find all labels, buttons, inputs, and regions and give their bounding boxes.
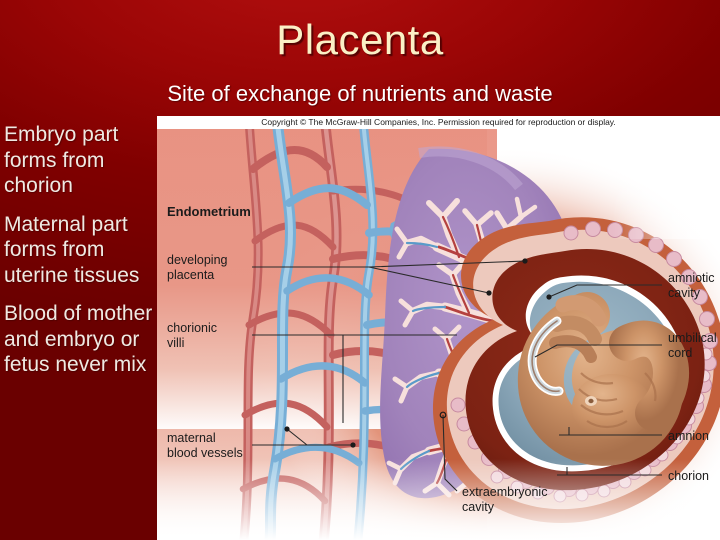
label-umbilical-cord: umbilical cord — [668, 331, 717, 360]
bullet-list: Embryo part forms from chorion Maternal … — [4, 122, 154, 391]
label-amnion: amnion — [668, 429, 709, 443]
label-amniotic-cavity: amniotic cavity — [668, 271, 715, 300]
page-subtitle: Site of exchange of nutrients and waste — [167, 81, 553, 106]
label-endometrium: Endometrium — [167, 204, 251, 219]
list-item: Maternal part forms from uterine tissues — [4, 212, 140, 287]
label-maternal-blood-vessels: maternal blood vessels — [167, 431, 243, 460]
label-chorionic-villi: chorionic villi — [167, 321, 218, 350]
label-chorion: chorion — [668, 469, 709, 483]
label-extraembryonic-cavity: extraembryonic cavity — [462, 485, 548, 514]
copyright-notice: Copyright © The McGraw-Hill Companies, I… — [261, 117, 616, 127]
label-developing-placenta: developing placenta — [167, 253, 228, 282]
list-item: Embryo part forms from chorion — [4, 123, 119, 197]
placenta-illustration: Endometrium developing placenta chorioni… — [157, 129, 720, 540]
page-title: Placenta — [276, 16, 444, 63]
list-item: Blood of mother and embryo or fetus neve… — [4, 302, 153, 376]
placenta-diagram-figure: Copyright © The McGraw-Hill Companies, I… — [157, 116, 720, 540]
copyright-bar: Copyright © The McGraw-Hill Companies, I… — [157, 116, 720, 129]
